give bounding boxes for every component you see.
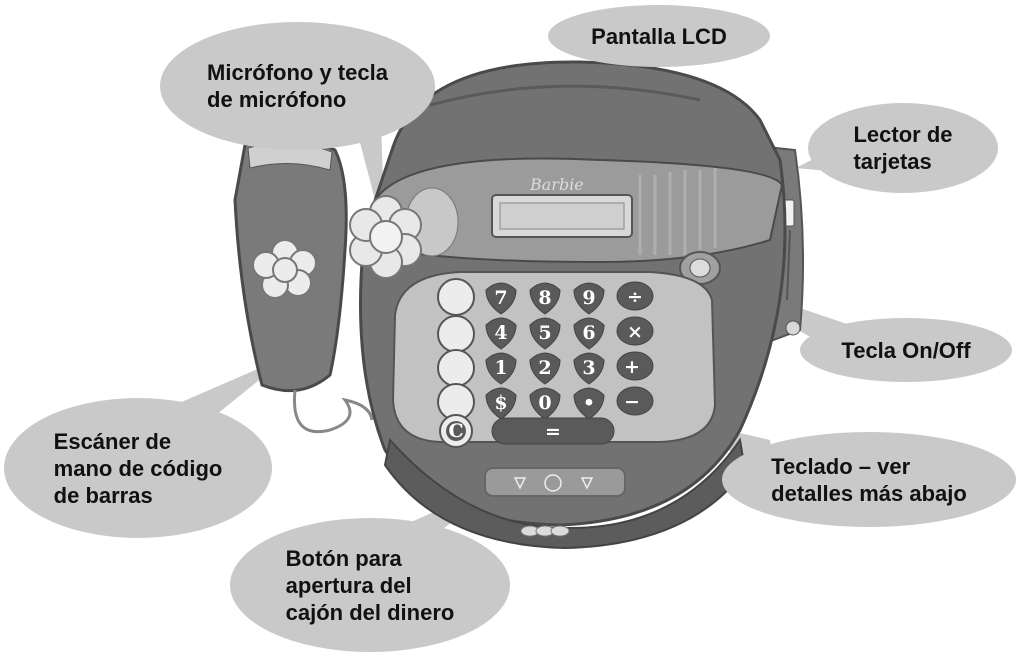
key-label: − <box>624 391 640 413</box>
callout-drawer-text: Botón para apertura del cajón del dinero <box>286 545 455 626</box>
microphone-flower-icon[interactable] <box>349 195 422 279</box>
callout-line: Lector de <box>853 122 953 147</box>
key-minus <box>616 386 654 416</box>
key-3 <box>573 352 605 385</box>
callout-line: detalles más abajo <box>771 480 967 506</box>
key-label: $ <box>494 392 507 414</box>
key-divide <box>616 281 654 311</box>
callout-line: de barras <box>53 482 153 508</box>
key-7 <box>485 282 517 315</box>
key-6 <box>573 317 605 350</box>
key-label: 3 <box>582 357 595 379</box>
key-label: 6 <box>582 322 595 344</box>
function-keys[interactable] <box>437 278 475 421</box>
key-label: • <box>583 392 595 414</box>
keypad: 7 8 9 4 5 6 1 2 3 $ 0 • ÷ × + − C <box>391 271 717 448</box>
key-label: 4 <box>494 322 507 344</box>
cash-drawer-button[interactable] <box>484 467 626 497</box>
key-label: 5 <box>538 322 551 344</box>
callout-scanner: Escáner de mano de código de barras <box>4 398 272 538</box>
scanner-flower-icon <box>252 239 317 299</box>
callout-microphone-text: Micrófono y tecla de micrófono <box>207 59 388 113</box>
key-label: = <box>545 421 561 443</box>
callout-on-off: Tecla On/Off <box>800 318 1012 382</box>
callout-card-reader-text: Lector de tarjetas <box>853 121 952 175</box>
decorative-stripes <box>638 168 717 255</box>
key-label: 2 <box>538 357 551 379</box>
key-label: × <box>627 321 643 343</box>
key-multiply <box>616 316 654 346</box>
callout-keypad-text: Teclado – ver detalles más abajo <box>771 453 967 507</box>
callout-lcd-text: Pantalla LCD <box>591 23 727 50</box>
key-label: ÷ <box>627 286 643 308</box>
callout-keypad: Teclado – ver detalles más abajo <box>722 432 1016 527</box>
callout-on-off-text: Tecla On/Off <box>841 337 970 364</box>
clear-key[interactable]: C <box>439 414 473 448</box>
brand-logo: Barbie <box>529 175 584 194</box>
callout-line: Botón para <box>285 545 402 571</box>
callout-line: Escáner de <box>53 428 172 454</box>
display-window: Barbie <box>370 157 784 264</box>
key-dollar <box>485 387 517 420</box>
callout-microphone: Micrófono y tecla de micrófono <box>160 22 435 150</box>
callout-line: mano de código <box>53 455 223 481</box>
key-label: 8 <box>538 287 551 309</box>
callout-line: tarjetas <box>853 149 932 174</box>
callout-line: Micrófono y tecla <box>207 60 388 85</box>
key-label: C <box>448 420 463 442</box>
callout-line: cajón del dinero <box>285 599 455 625</box>
key-0 <box>529 387 561 420</box>
scanner-cord <box>292 389 374 433</box>
key-5 <box>529 317 561 350</box>
digit-keys[interactable]: 7 8 9 4 5 6 1 2 3 $ 0 • <box>485 282 605 420</box>
key-plus <box>616 351 654 381</box>
key-4 <box>485 317 517 350</box>
key-2 <box>529 352 561 385</box>
callout-line: apertura del <box>285 572 412 598</box>
callout-card-reader: Lector de tarjetas <box>808 103 998 193</box>
callout-scanner-text: Escáner de mano de código de barras <box>54 428 223 509</box>
key-label: 9 <box>582 287 595 309</box>
key-1 <box>485 352 517 385</box>
on-off-button[interactable] <box>679 251 721 285</box>
key-9 <box>573 282 605 315</box>
callout-line: de micrófono <box>207 87 347 112</box>
key-label: 7 <box>494 287 507 309</box>
callout-lcd: Pantalla LCD <box>548 5 770 67</box>
callout-drawer: Botón para apertura del cajón del dinero <box>230 518 510 652</box>
drawer-latch <box>520 525 570 537</box>
key-label: + <box>624 356 640 378</box>
callout-line: Tecla On/Off <box>841 337 971 363</box>
barcode-scanner[interactable] <box>233 137 374 433</box>
key-dot <box>573 387 605 420</box>
key-label: 0 <box>538 392 551 414</box>
callout-line: Pantalla LCD <box>591 23 727 49</box>
key-8 <box>529 282 561 315</box>
equals-key[interactable]: = <box>491 417 615 445</box>
operator-keys[interactable]: ÷ × + − <box>616 281 654 416</box>
key-label: 1 <box>494 357 507 379</box>
callout-line: Teclado – ver <box>771 453 911 479</box>
